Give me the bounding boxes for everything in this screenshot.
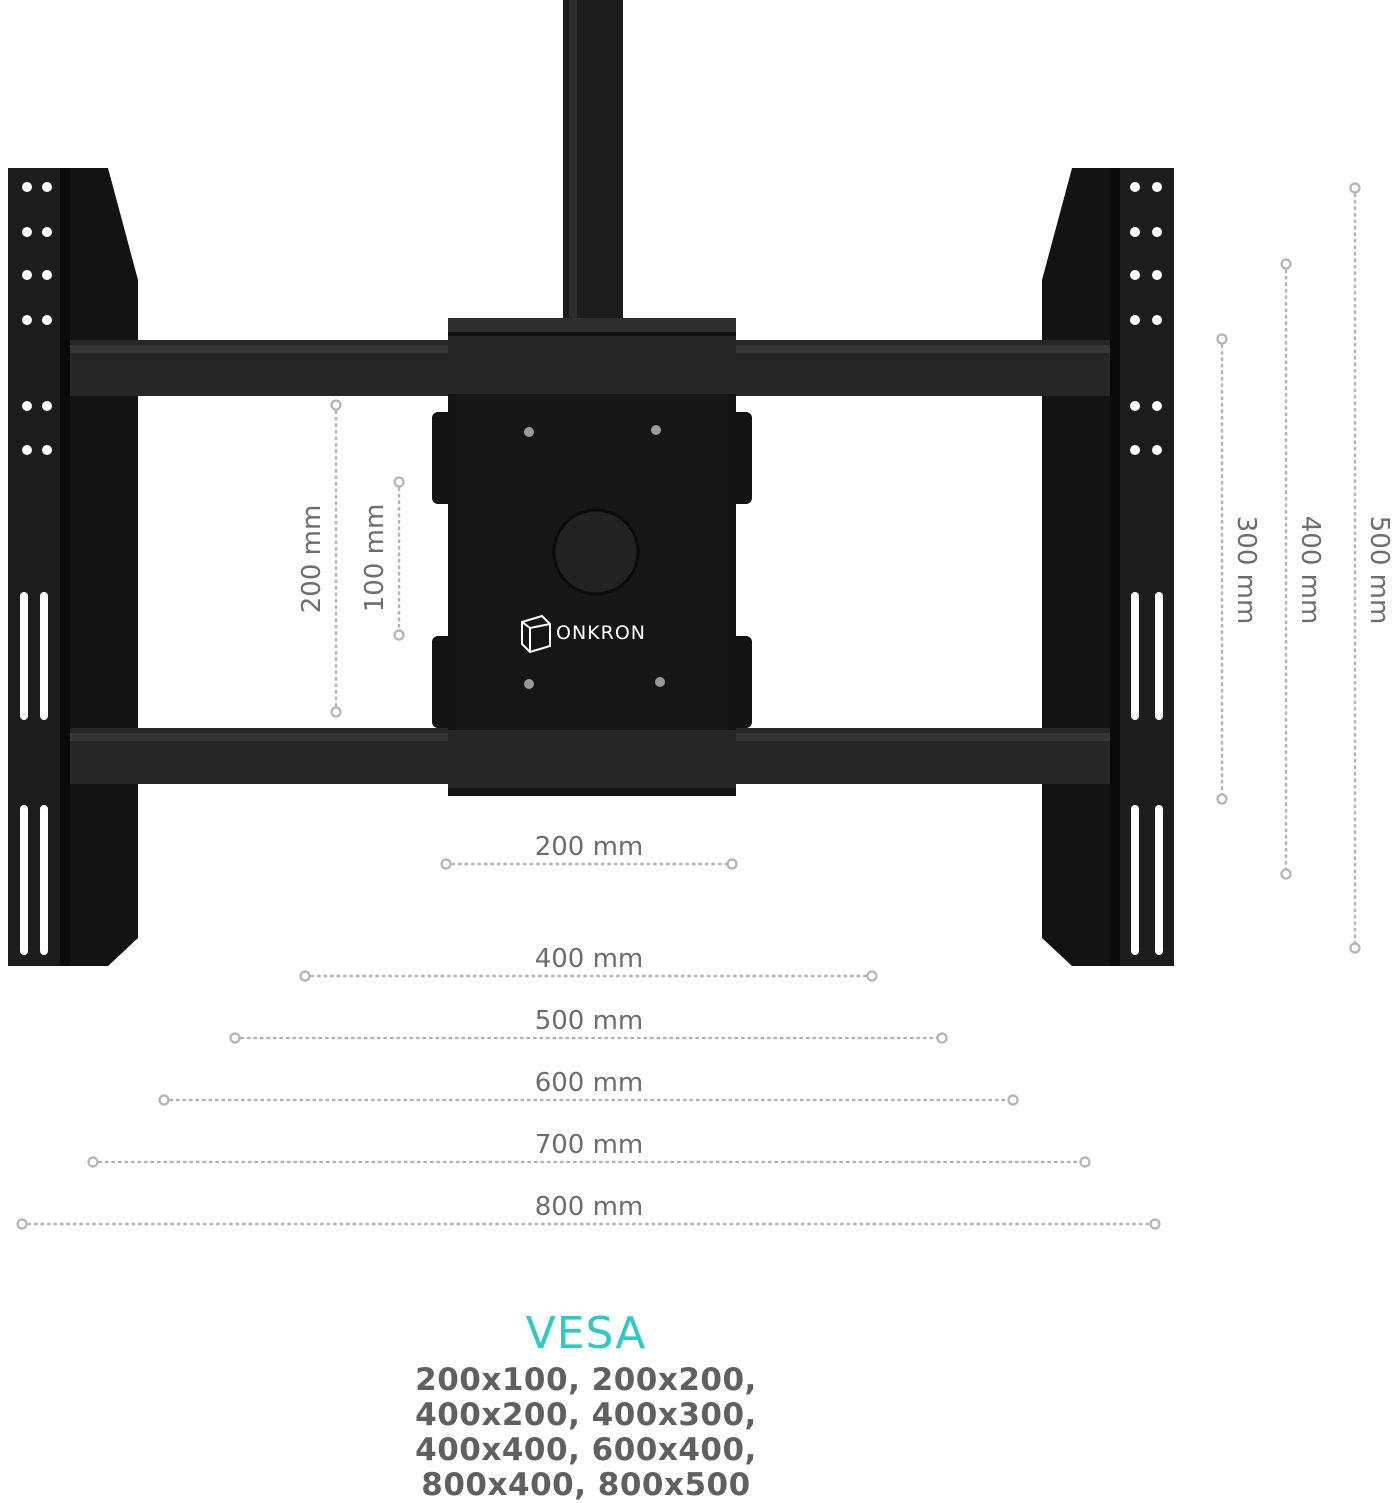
ceiling-pole (563, 0, 623, 330)
cube-logo-icon (521, 614, 551, 654)
vesa-sizes-line: 800x400, 800x500 (421, 1467, 751, 1503)
mounting-hole (42, 401, 52, 411)
dim-label-600-horizontal: 600 mm (535, 1068, 644, 1098)
dim-label-200-horizontal: 200 mm (535, 832, 644, 862)
mounting-hole (1130, 445, 1140, 455)
mounting-hole (1152, 445, 1162, 455)
vesa-compatibility: VESA 200x100, 200x200, 400x200, 400x300,… (0, 1305, 1172, 1503)
vesa-sizes-line: 400x400, 600x400, (415, 1432, 757, 1468)
mounting-hole (42, 182, 52, 192)
mounting-hole (22, 401, 32, 411)
mounting-slot (1155, 592, 1163, 720)
dim-label-700-horizontal: 700 mm (535, 1130, 644, 1160)
mounting-slot (20, 805, 28, 955)
mounting-hole (1130, 315, 1140, 325)
mounting-hole (22, 227, 32, 237)
dim-label-400-vertical: 400 mm (1295, 516, 1325, 625)
vertical-dimension-500: 500 mm (1349, 182, 1394, 954)
horizontal-dimension-600: 600 mm (158, 1068, 1019, 1106)
horizontal-dimension-800: 800 mm (16, 1192, 1161, 1230)
dim-label-300-vertical: 300 mm (1231, 516, 1261, 625)
mounting-hole (42, 227, 52, 237)
brand-name: ONKRON (556, 622, 646, 644)
vesa-title: VESA (525, 1308, 647, 1359)
mounting-hole (22, 270, 32, 280)
mounting-slot (1131, 592, 1139, 720)
vertical-dimension-100: 100 mm (360, 476, 405, 641)
dim-label-500-vertical: 500 mm (1364, 516, 1394, 625)
vesa-sizes-line: 200x100, 200x200, (415, 1362, 757, 1398)
mounting-hole (1152, 182, 1162, 192)
mounting-hole (42, 315, 52, 325)
mounting-hole (1130, 227, 1140, 237)
right-side-bracket (1042, 168, 1174, 966)
mounting-slot (40, 805, 48, 955)
vertical-dimension-200: 200 mm (297, 399, 342, 718)
mounting-slot (40, 592, 48, 720)
horizontal-dimension-500: 500 mm (229, 1006, 948, 1044)
dim-label-800-horizontal: 800 mm (535, 1192, 644, 1222)
vesa-sizes-line: 400x200, 400x300, (415, 1397, 757, 1433)
mounting-slot (1131, 805, 1139, 955)
mounting-hole (22, 445, 32, 455)
mounting-slot (20, 592, 28, 720)
mounting-hole (1130, 182, 1140, 192)
central-mount-plate (448, 318, 736, 796)
mounting-slot (1155, 805, 1163, 955)
dim-label-200-vertical: 200 mm (297, 505, 327, 614)
mounting-hole (1152, 401, 1162, 411)
mounting-hole (1152, 270, 1162, 280)
horizontal-dimension-400: 400 mm (299, 944, 878, 982)
mounting-hole (42, 445, 52, 455)
mounting-hole (42, 270, 52, 280)
mounting-holes (20, 182, 1163, 955)
mounting-hole (1152, 227, 1162, 237)
onkron-logo: ONKRON (521, 614, 646, 654)
horizontal-dimension-200: 200 mm (440, 832, 738, 870)
mounting-hole (1130, 270, 1140, 280)
dim-label-500-horizontal: 500 mm (535, 1006, 644, 1036)
dim-label-100-vertical: 100 mm (360, 504, 390, 613)
vertical-dimension-400: 400 mm (1280, 258, 1325, 880)
mounting-hole (1152, 315, 1162, 325)
mounting-hole (22, 315, 32, 325)
horizontal-dimension-700: 700 mm (87, 1130, 1091, 1168)
mounting-hole (1130, 401, 1140, 411)
mounting-hole (22, 182, 32, 192)
vertical-dimension-300: 300 mm (1216, 333, 1261, 805)
dim-label-400-horizontal: 400 mm (535, 944, 644, 974)
